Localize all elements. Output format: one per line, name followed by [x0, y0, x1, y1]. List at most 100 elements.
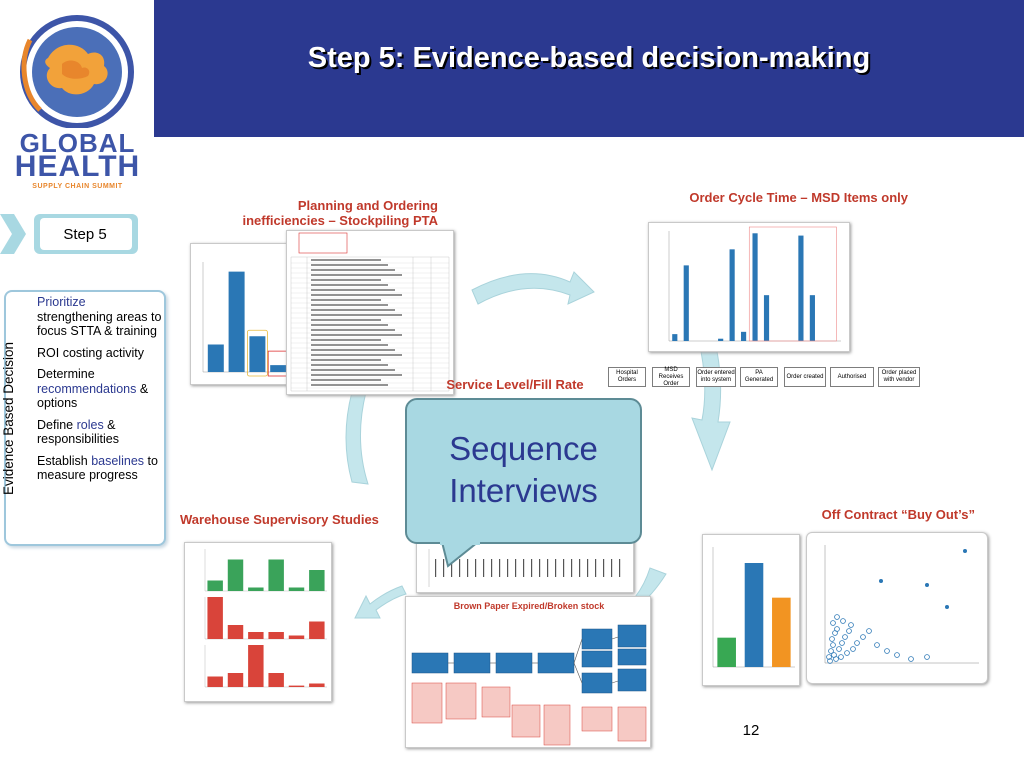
order-cycle-chart-thumb	[648, 222, 850, 352]
warehouse-bar	[309, 570, 325, 591]
table-row-text	[311, 284, 388, 286]
warehouse-bar	[207, 676, 223, 687]
scatter-point	[829, 636, 835, 642]
table-row-text	[311, 294, 402, 296]
brown-paper-flowchart	[411, 624, 647, 746]
warehouse-bar	[268, 632, 284, 639]
process-step-order-placed: Order placed with vendor	[878, 367, 920, 387]
table-row-text	[311, 324, 388, 326]
scatter-point	[866, 628, 872, 634]
scatter-point	[842, 634, 848, 640]
sequence-interviews-text: Sequence Interviews	[449, 430, 598, 509]
service-level-tick-label	[499, 559, 501, 577]
scatter-point	[830, 620, 836, 626]
order-cycle-panel-title: Order Cycle Time – MSD Items only	[689, 190, 908, 205]
table-row-text	[311, 339, 381, 341]
warehouse-bar	[248, 587, 264, 591]
planning-chart-thumb	[190, 243, 298, 385]
scatter-point	[828, 648, 834, 654]
service-level-tick-label	[555, 559, 557, 577]
service-level-tick-label	[523, 559, 525, 577]
scatter-point	[924, 654, 930, 660]
scatter-point	[840, 618, 846, 624]
planning-bar	[270, 365, 287, 372]
scatter-point	[839, 640, 845, 646]
header-bar	[154, 0, 1024, 137]
order-cycle-bar	[809, 295, 815, 341]
planning-bar	[228, 271, 245, 372]
scatter-point	[834, 614, 840, 620]
scatter-point	[833, 656, 839, 662]
off-contract-bar	[717, 637, 736, 667]
scatter-point	[884, 648, 890, 654]
order-cycle-bar	[683, 265, 689, 341]
warehouse-bar	[207, 597, 223, 639]
sidebar-list: Prioritize strengthening areas to focus …	[37, 295, 163, 490]
table-row-text	[311, 269, 395, 271]
table-row-text	[311, 374, 402, 376]
warehouse-bar	[288, 635, 305, 639]
process-step-msd-receives: MSD Receives Order	[652, 367, 690, 387]
service-level-tick-label	[571, 559, 573, 577]
sidebar-item-recommendations: Determine recommendations & options	[37, 367, 149, 410]
logo-word-health: HEALTH	[14, 150, 141, 183]
globe-logo-icon	[20, 15, 134, 129]
scatter-point	[854, 640, 860, 646]
logo-tagline: SUPPLY CHAIN SUMMIT	[32, 183, 123, 190]
brown-paper-thumb: Brown Paper Expired/Broken stock	[405, 596, 651, 748]
table-row-text	[311, 314, 402, 316]
warehouse-bar	[288, 587, 305, 591]
order-cycle-bar	[741, 331, 747, 341]
service-level-chart	[428, 549, 621, 587]
process-step-pa-generated: PA Generated	[740, 367, 778, 387]
overstock-highlight	[247, 329, 268, 377]
order-cycle-bar-chart	[668, 226, 841, 342]
warehouse-bar-charts	[204, 549, 327, 688]
table-row-text	[311, 364, 388, 366]
scatter-point	[826, 654, 832, 660]
service-level-tick-label	[619, 559, 621, 577]
table-row-text	[311, 369, 395, 371]
scatter-point	[908, 656, 914, 662]
warehouse-bar	[288, 685, 305, 687]
order-cycle-bar	[763, 295, 770, 341]
scatter-point	[850, 646, 856, 652]
service-level-tick-label	[579, 559, 581, 577]
service-level-tick-label	[595, 559, 597, 577]
table-row-text	[311, 379, 381, 381]
warehouse-bar	[268, 559, 284, 591]
table-row-text	[311, 264, 388, 266]
table-row-text	[311, 319, 381, 321]
service-level-tick-label	[435, 559, 437, 577]
table-row-text	[311, 359, 381, 361]
off-contract-scatter-chart	[824, 545, 979, 664]
warehouse-bar	[207, 580, 223, 591]
off-contract-bar-chart	[712, 547, 795, 668]
page-number: 12	[742, 722, 760, 739]
process-step-order-created: Order created	[784, 367, 826, 387]
off-contract-bar	[772, 597, 791, 667]
off-contract-bar-thumb	[702, 534, 800, 686]
scatter-point	[836, 646, 842, 652]
service-level-tick-label	[539, 559, 541, 577]
table-row-text	[311, 309, 395, 311]
warehouse-bar	[309, 621, 325, 639]
table-row-text	[311, 259, 381, 261]
table-row-text	[311, 274, 402, 276]
service-level-tick-label	[587, 559, 589, 577]
stock-table-thumb	[286, 230, 454, 395]
global-health-logo: GLOBAL HEALTH SUPPLY CHAIN SUMMIT	[10, 10, 145, 190]
order-cycle-bar	[752, 233, 758, 341]
table-row-text	[311, 349, 395, 351]
table-row-text	[311, 334, 402, 336]
planning-bar	[207, 344, 224, 372]
table-row-text	[311, 299, 381, 301]
scatter-point	[834, 626, 840, 632]
service-level-tick-label	[483, 559, 485, 577]
planning-bar	[249, 336, 266, 372]
table-row-text	[311, 279, 381, 281]
scatter-point	[848, 622, 854, 628]
off-contract-panel-title: Off Contract “Buy Out’s”	[821, 507, 975, 522]
stock-table-graphic	[290, 232, 450, 392]
service-level-tick-label	[563, 559, 565, 577]
